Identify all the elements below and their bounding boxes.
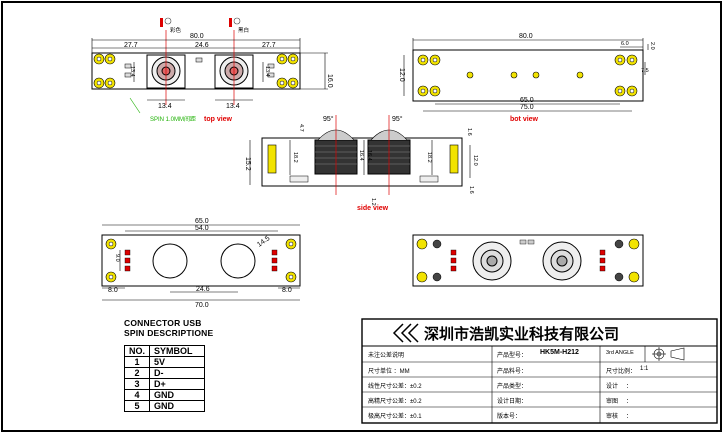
front-dim-540: 54.0 xyxy=(195,225,209,232)
side-dim-16-bot: 1.6 xyxy=(468,186,474,194)
tb-r2-c3: 尺寸比例： xyxy=(606,369,637,375)
top-view xyxy=(91,17,328,114)
front-dim-650: 65.0 xyxy=(195,218,209,225)
tb-r5-c2: 版本号： xyxy=(497,414,522,420)
side-dim-120: 12.0 xyxy=(472,155,478,166)
tb-r3-c3: 设计 xyxy=(606,384,619,390)
cam-right-label: 黑白 xyxy=(238,26,249,34)
top-dim-side-l: 13.4 xyxy=(129,66,135,77)
pin-table-title2: SPIN DESCRIPTIONE xyxy=(124,328,214,338)
third-angle-projection-icon xyxy=(652,347,685,361)
tb-r5-c3: 审核 xyxy=(606,414,619,420)
tb-r1-c2: 产品型号： xyxy=(497,353,528,359)
front-dim-h: 9.0 xyxy=(114,254,120,262)
top-dim-right: 27.7 xyxy=(262,42,276,49)
side-angle-r: 95° xyxy=(392,115,403,123)
tb-r3-c2: 产品类型： xyxy=(497,384,528,390)
tb-r1-c1: 未注公差说明 xyxy=(368,353,405,359)
tb-angle: 3rd ANGLE xyxy=(606,350,634,356)
top-view-label: top view xyxy=(204,116,233,123)
pin-header-no: NO. xyxy=(123,345,151,357)
tb-r5-c1: 极高尺寸公差：±0.1 xyxy=(368,414,422,420)
tb-r2-c4: 1:1 xyxy=(640,366,649,372)
front-dim-overall: 70.0 xyxy=(195,302,209,309)
front-dim-pitch: 24.6 xyxy=(196,286,210,293)
side-dim-164b: 16.4 xyxy=(366,150,372,161)
top-dim-left: 27.7 xyxy=(124,42,138,49)
side-dim-182b: 18.2 xyxy=(426,152,432,163)
side-dim-12: 1.2 xyxy=(370,198,376,206)
pin-table: NO. SYMBOL 1 5V 2 D- 3 D+ 4 GND 5 GND xyxy=(123,345,206,412)
table-row: 5 GND xyxy=(123,400,206,412)
rear-view xyxy=(412,234,644,287)
tb-r4-c1: 高精尺寸公差：±0.2 xyxy=(368,399,422,405)
bot-dim-outer: 75.0 xyxy=(520,104,534,111)
side-view-label: side view xyxy=(357,205,389,212)
tb-r4-c3: 审图 xyxy=(606,399,619,405)
bot-dim-height: 12.0 xyxy=(398,68,405,82)
company-logo-icon xyxy=(392,323,419,343)
side-angle-l: 95° xyxy=(323,115,334,123)
side-dim-47: 4.7 xyxy=(298,124,304,132)
top-dim-height: 16.0 xyxy=(326,74,333,88)
table-row: 4 GND xyxy=(123,389,206,401)
spin-note: SPIN 1.0MM间距 xyxy=(150,115,196,123)
table-row: 3 D+ xyxy=(123,378,206,390)
pin-header-symbol: SYMBOL xyxy=(149,345,206,357)
front-dim-e1: 8.0 xyxy=(108,287,118,294)
side-view xyxy=(249,115,471,195)
tb-r5-c4: ： xyxy=(626,414,633,420)
bot-view-label: bot view xyxy=(510,116,539,123)
tb-r4-c2: 设计日期： xyxy=(497,399,528,405)
side-dim-164a: 16.4 xyxy=(358,150,364,161)
bot-dim-overall: 80.0 xyxy=(519,33,533,40)
bot-dim-edge-w: 6.0 xyxy=(621,41,629,47)
cam-left-label: 彩色 xyxy=(170,26,182,34)
top-dim-lens-l: 13.4 xyxy=(158,103,172,110)
tb-r3-c4: ： xyxy=(626,384,633,390)
side-dim-182a: 18.2 xyxy=(292,152,298,163)
table-row: 1 5V xyxy=(123,356,206,368)
tb-r3-c1: 线性尺寸公差：±0.2 xyxy=(368,384,422,390)
bot-dim-small: 7.5 xyxy=(641,68,649,74)
camera-marker-icon xyxy=(160,17,172,27)
tb-r2-c2: 产品料号： xyxy=(497,369,528,375)
front-dim-e2: 8.0 xyxy=(282,287,292,294)
tb-r4-c4: ： xyxy=(626,399,633,405)
top-dim-mid: 24.6 xyxy=(195,42,209,49)
bot-dim-inner: 65.0 xyxy=(520,97,534,104)
bot-view xyxy=(403,38,649,112)
pin-table-title1: CONNECTOR USB xyxy=(124,318,202,328)
product-model: HK5M-H212 xyxy=(540,349,579,356)
bot-dim-edge-h: 2.0 xyxy=(649,42,655,50)
top-dim-overall: 80.0 xyxy=(190,33,204,40)
title-block xyxy=(361,318,718,424)
front-view xyxy=(101,224,301,301)
top-dim-side-r: 13.4 xyxy=(264,66,270,77)
top-dim-lens-r: 13.4 xyxy=(226,103,240,110)
side-dim-16-top: 1.6 xyxy=(466,128,472,136)
table-row: 2 D- xyxy=(123,367,206,379)
company-name: 深圳市浩凯实业科技有限公司 xyxy=(424,325,620,343)
camera-marker-icon xyxy=(229,17,241,27)
tb-r2-c1: 尺寸单位 ：MM xyxy=(368,369,410,375)
side-dim-152: 15.2 xyxy=(244,157,251,171)
